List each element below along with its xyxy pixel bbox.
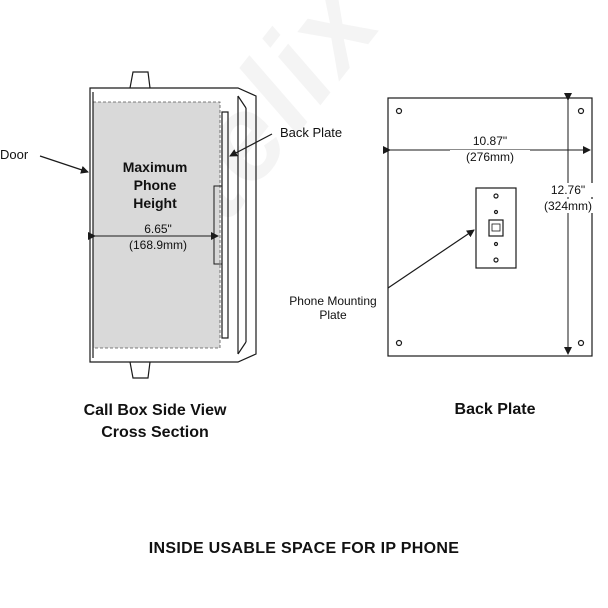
mounting-plate-leader: [387, 229, 475, 289]
plate-screw: [493, 193, 499, 199]
mount-hole: [395, 339, 403, 347]
mounting-plate-profile: [213, 185, 223, 265]
bottom-tab: [129, 361, 151, 379]
plate-screw: [493, 257, 499, 263]
height-value: 12.76": [528, 183, 608, 197]
rj45-jack: [488, 219, 504, 237]
back-plate-rect: [387, 97, 593, 357]
width-metric: (276mm): [450, 150, 530, 164]
mounting-plate-label: Phone Mounting Plate: [289, 294, 377, 322]
back-plate-label: Back Plate: [280, 125, 343, 140]
back-plate-view: [387, 97, 593, 357]
width-value: 10.87": [450, 134, 530, 148]
mount-hole: [577, 339, 585, 347]
depth-value: 6.65": [144, 222, 172, 236]
door-label: Door: [0, 147, 29, 162]
back-plate-leader: [229, 133, 273, 157]
enclosure-outline: [89, 87, 257, 363]
footer-title: INSIDE USABLE SPACE FOR IP PHONE: [148, 540, 460, 557]
mount-hole: [577, 107, 585, 115]
usable-space-area: [92, 101, 221, 349]
side-view-caption: Call Box Side View Cross Section: [83, 402, 227, 441]
depth-metric: (168.9mm): [128, 238, 187, 252]
back-plate-caption: Back Plate: [454, 401, 536, 418]
door-leader: [39, 155, 89, 174]
top-tab: [129, 71, 151, 89]
mount-hole: [395, 107, 403, 115]
call-box-side-view: [89, 71, 257, 379]
back-plate-profile: [221, 111, 229, 339]
height-metric: (324mm): [528, 199, 608, 213]
max-phone-height-label: Maximum Phone Height: [122, 159, 188, 211]
phone-mounting-plate: [475, 187, 517, 269]
